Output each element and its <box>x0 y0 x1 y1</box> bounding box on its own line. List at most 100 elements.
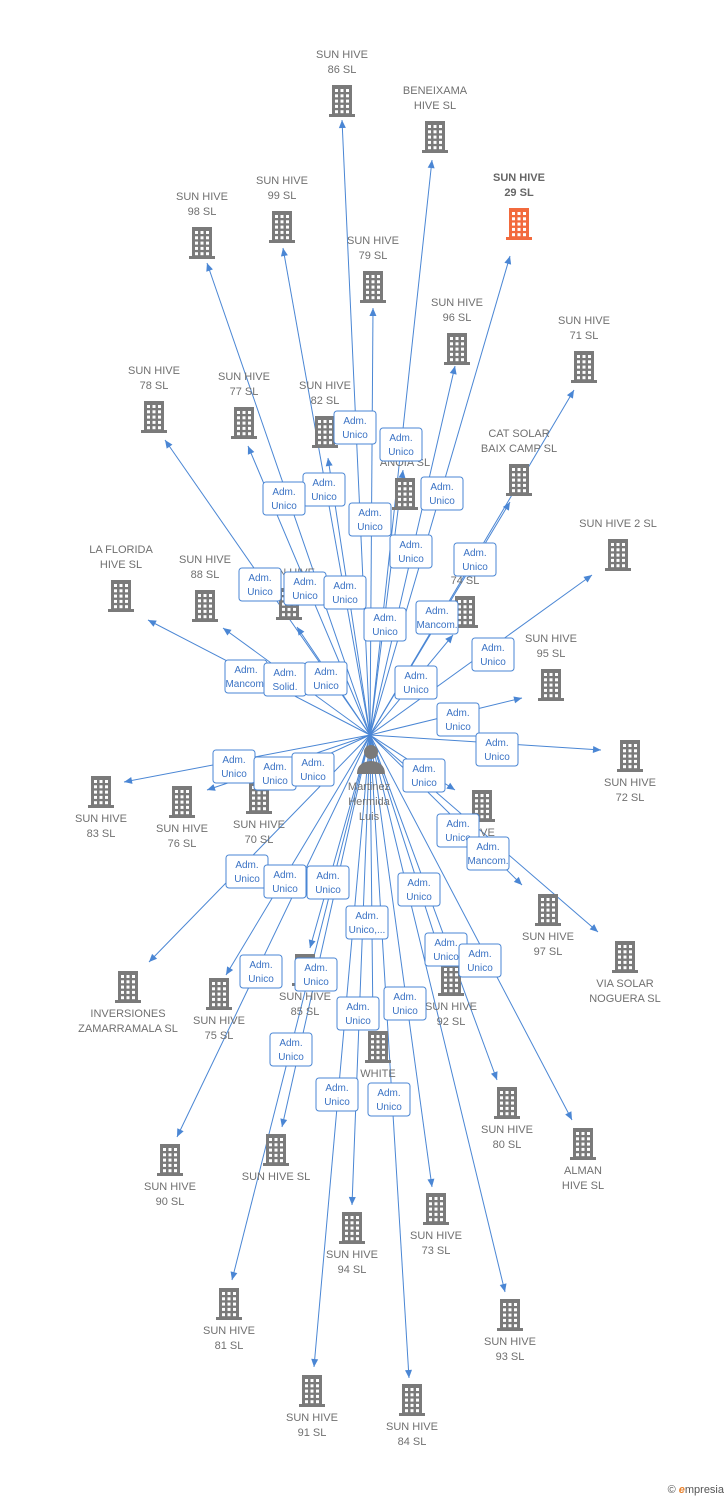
role-badge[interactable]: Adm.Unico <box>269 1032 313 1067</box>
company-name[interactable]: 97 SL <box>534 946 563 958</box>
company-name[interactable]: SUN HIVE <box>286 1412 338 1424</box>
company-name[interactable]: SUN HIVE SL <box>242 1171 310 1183</box>
company-name[interactable]: 91 SL <box>298 1427 327 1439</box>
company-name[interactable]: SUN HIVE <box>179 554 231 566</box>
role-badge[interactable]: Adm.Unico <box>283 571 327 606</box>
role-badge[interactable]: Adm.Unico <box>323 575 367 610</box>
building-icon[interactable] <box>157 1144 183 1176</box>
company-name[interactable]: ALMAN <box>564 1165 602 1177</box>
building-icon[interactable] <box>422 121 448 153</box>
building-icon[interactable] <box>399 1384 425 1416</box>
company-name[interactable]: 76 SL <box>168 838 197 850</box>
company-name[interactable]: LA FLORIDA <box>89 544 153 556</box>
role-badge[interactable]: Adm.Unico <box>239 954 283 989</box>
company-name[interactable]: 72 SL <box>616 792 645 804</box>
building-icon[interactable] <box>392 478 418 510</box>
company-name[interactable]: VIA SOLAR <box>596 978 654 990</box>
company-name[interactable]: SUN HIVE <box>326 1249 378 1261</box>
company-name[interactable]: SUN HIVE <box>431 297 483 309</box>
building-icon[interactable] <box>612 941 638 973</box>
company-name[interactable]: SUN HIVE <box>176 191 228 203</box>
company-name[interactable]: SUN HIVE <box>316 49 368 61</box>
company-name[interactable]: 88 SL <box>191 569 220 581</box>
role-badge[interactable]: Adm.Unico <box>475 732 519 767</box>
role-badge[interactable]: Adm.Unico <box>263 864 307 899</box>
company-name[interactable]: 86 SL <box>328 64 357 76</box>
role-badge[interactable]: Adm.Solid. <box>263 662 307 697</box>
company-name[interactable]: SUN HIVE <box>144 1181 196 1193</box>
company-name[interactable]: CAT SOLAR <box>488 428 549 440</box>
company-name[interactable]: 85 SL <box>291 1006 320 1018</box>
building-icon[interactable] <box>506 208 532 240</box>
company-name[interactable]: SUN HIVE <box>525 633 577 645</box>
company-name[interactable]: SUN HIVE <box>299 380 351 392</box>
role-badge[interactable]: Adm.Unico <box>291 752 335 787</box>
company-name[interactable]: SUN HIVE <box>156 823 208 835</box>
building-icon[interactable] <box>444 333 470 365</box>
building-icon[interactable] <box>535 894 561 926</box>
role-badge[interactable]: Adm.Unico,... <box>345 905 389 940</box>
company-name[interactable]: HIVE SL <box>562 1180 604 1192</box>
building-icon[interactable] <box>108 580 134 612</box>
building-icon[interactable] <box>192 590 218 622</box>
building-icon[interactable] <box>339 1212 365 1244</box>
company-name[interactable]: 81 SL <box>215 1340 244 1352</box>
company-name[interactable]: SUN HIVE <box>347 235 399 247</box>
company-name[interactable]: SUN HIVE <box>558 315 610 327</box>
role-badge[interactable]: Adm.Unico <box>424 932 468 967</box>
company-name[interactable]: WHITE <box>360 1068 395 1080</box>
company-name[interactable]: HIVE SL <box>100 559 142 571</box>
company-name[interactable]: SUN HIVE <box>386 1421 438 1433</box>
role-badge[interactable]: Adm.Unico <box>212 749 256 784</box>
building-icon[interactable] <box>299 1375 325 1407</box>
company-name[interactable]: 84 SL <box>398 1436 427 1448</box>
company-name[interactable]: SUN HIVE <box>604 777 656 789</box>
building-icon[interactable] <box>365 1031 391 1063</box>
building-icon[interactable] <box>189 227 215 259</box>
company-name[interactable]: 98 SL <box>188 206 217 218</box>
building-icon[interactable] <box>570 1128 596 1160</box>
role-badge[interactable]: Adm.Unico <box>363 607 407 642</box>
role-badge[interactable]: Adm.Unico <box>306 865 350 900</box>
role-badge[interactable]: Adm.Unico <box>262 481 306 516</box>
company-name[interactable]: 99 SL <box>268 190 297 202</box>
building-icon[interactable] <box>438 964 464 996</box>
building-icon[interactable] <box>312 416 338 448</box>
company-name[interactable]: 80 SL <box>493 1139 522 1151</box>
role-badge[interactable]: Adm.Unico <box>294 957 338 992</box>
company-name[interactable]: INVERSIONES <box>90 1008 165 1020</box>
building-icon[interactable] <box>497 1299 523 1331</box>
building-icon[interactable] <box>360 271 386 303</box>
building-icon[interactable] <box>494 1087 520 1119</box>
role-badge[interactable]: Adm.Unico <box>336 996 380 1031</box>
company-name[interactable]: SUN HIVE 2 SL <box>579 518 657 530</box>
role-badge[interactable]: Adm.Unico <box>348 502 392 537</box>
role-badge[interactable]: Adm.Unico <box>402 758 446 793</box>
company-name[interactable]: 79 SL <box>359 250 388 262</box>
role-badge[interactable]: Adm.Unico <box>315 1077 359 1112</box>
company-name[interactable]: 73 SL <box>422 1245 451 1257</box>
role-badge[interactable]: Adm.Unico <box>397 872 441 907</box>
company-name[interactable]: SUN HIVE <box>233 819 285 831</box>
company-name[interactable]: 70 SL <box>245 834 274 846</box>
company-name[interactable]: BENEIXAMA <box>403 85 468 97</box>
company-name[interactable]: SUN HIVE <box>279 991 331 1003</box>
company-name[interactable]: SUN HIVE <box>193 1015 245 1027</box>
role-badge[interactable]: Adm.Unico <box>304 661 348 696</box>
person-name[interactable]: Martinez <box>348 781 390 793</box>
building-icon[interactable] <box>571 351 597 383</box>
role-badge[interactable]: Adm.Unico <box>458 943 502 978</box>
role-badge[interactable]: Adm.Unico <box>420 476 464 511</box>
building-icon[interactable] <box>141 401 167 433</box>
company-name[interactable]: SUN HIVE <box>256 175 308 187</box>
building-icon[interactable] <box>269 211 295 243</box>
person-name[interactable]: Luis <box>359 811 380 823</box>
role-badge[interactable]: Adm.Unico <box>238 567 282 602</box>
person-name[interactable]: Hermida <box>348 796 390 808</box>
role-badge[interactable]: Adm.Unico <box>436 702 480 737</box>
company-name[interactable]: SUN HIVE <box>481 1124 533 1136</box>
company-name[interactable]: SUN HIVE <box>203 1325 255 1337</box>
role-badge[interactable]: Adm.Unico <box>302 472 346 507</box>
company-name[interactable]: SUN HIVE <box>425 1001 477 1013</box>
